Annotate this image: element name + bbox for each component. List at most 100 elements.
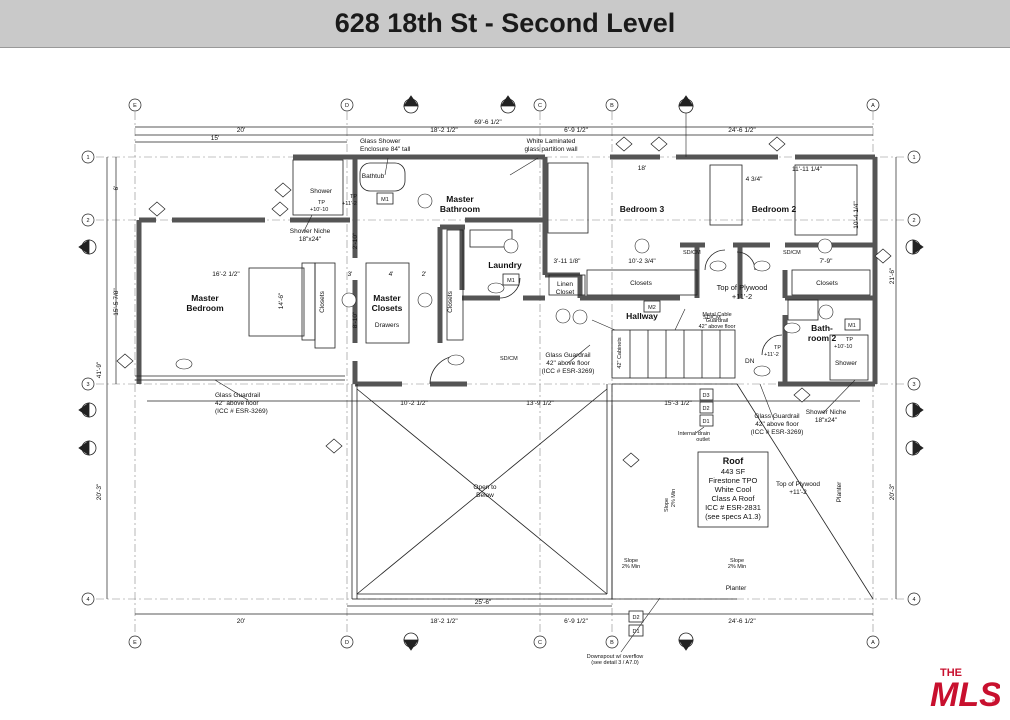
svg-text:4: 4	[86, 597, 89, 603]
dimension-label-2: 18'-2 1/2"	[430, 127, 458, 134]
dimension-label-18: 14'-6"	[278, 292, 285, 309]
dimension-label-15: 21'-6"	[889, 267, 896, 284]
svg-text:E: E	[133, 640, 137, 646]
dimension-label-0: 69'-6 1/2"	[474, 119, 502, 126]
roof-line-2: Firestone TPO	[709, 476, 758, 485]
tag-m2: M2	[648, 305, 656, 311]
dimension-label-24: 4 3/4"	[746, 176, 763, 183]
note-guardrail-right-3: (ICC # ESR-3269)	[751, 429, 804, 436]
dimension-label-1: 20'	[237, 127, 245, 134]
note-slope2-1: Slope	[624, 558, 638, 564]
label-bathtub: Bathtub	[362, 173, 385, 180]
tag-m1-b: M1	[507, 278, 515, 284]
grid-row-right-3: 3	[907, 377, 921, 391]
label-master-closets-1: Master	[373, 293, 401, 303]
dimension-label-4: 24'-6 1/2"	[728, 127, 756, 134]
dimension-label-12: 15'-5 7/8"	[113, 288, 120, 316]
svg-text:1: 1	[912, 155, 915, 161]
label-hallway: Hallway	[626, 311, 658, 321]
dimension-label-20: 13'-9 1/2"	[526, 400, 554, 407]
dimension-labels: 69'-6 1/2" 20' 18'-2 1/2" 6'-9 1/2" 24'-6 1/…	[96, 119, 896, 625]
door-tags	[175, 193, 834, 377]
label-drawers: Drawers	[375, 322, 400, 329]
svg-text:E: E	[133, 103, 137, 109]
svg-text:A: A	[871, 103, 875, 109]
note-plywood1-1: Top of Plywood	[717, 283, 768, 292]
note-guardrail-left-1: Glass Guardrail	[215, 392, 261, 399]
label-open-1: Open to	[473, 484, 497, 491]
roof-note-box: Roof 443 SF Firestone TPO White Cool Cla…	[705, 456, 761, 521]
tag-d2-a: D2	[702, 406, 709, 412]
fixtures	[135, 159, 874, 600]
label-planter-2: Planter	[836, 481, 843, 502]
note-slope1-2: 2% Min	[671, 489, 677, 507]
grid-row-left-3: 3	[81, 377, 95, 391]
dimension-label-25: 10'-4 1/4"	[853, 201, 860, 229]
dimension-lines	[106, 126, 897, 615]
note-slope2-2: 2% Min	[622, 564, 640, 570]
grid-row-left-2: 2	[81, 213, 95, 227]
note-glass-shower-1: Glass Shower	[360, 138, 401, 145]
grid-row-right-4: 4	[907, 592, 921, 606]
note-plywood1-2: +11'-2	[732, 292, 752, 301]
note-sdcm-2: SD/CM	[783, 250, 801, 256]
dimension-label-5: 15'	[211, 135, 219, 142]
svg-text:A: A	[871, 640, 875, 646]
grid-col-bottom-B: B	[605, 635, 619, 649]
grid-col-bottom-E: E	[128, 635, 142, 649]
svg-text:1: 1	[86, 155, 89, 161]
dimension-label-21: 15'-3 1/2"	[664, 400, 692, 407]
note-guardrail-right-2: 42" above floor	[755, 421, 799, 428]
note-slope1-1: Slope	[664, 498, 670, 512]
note-guardrail-right-1: Glass Guardrail	[754, 413, 800, 420]
label-master-bathroom-2: Bathroom	[440, 204, 481, 214]
title-bar: 628 18th St - Second Level	[0, 0, 1010, 48]
dimension-label-13: 41'-9"	[96, 361, 103, 378]
tag-d2-b: D2	[632, 615, 639, 621]
plan-notes: Glass Shower Enclosure 84" tall White La…	[215, 138, 853, 666]
label-linen-1: Linen	[557, 281, 573, 288]
note-tp-bath2-1: TP	[846, 337, 853, 343]
tag-d1-b: D1	[632, 629, 639, 635]
svg-text:D: D	[345, 640, 349, 646]
note-guardrail-center-1: Glass Guardrail	[545, 352, 591, 359]
label-open-2: Below	[476, 492, 494, 499]
svg-text:3: 3	[86, 382, 89, 388]
dimension-label-19: 10'-2 1/2"	[400, 400, 428, 407]
roof-title: Roof	[723, 456, 744, 466]
tag-d1-a: D1	[702, 419, 709, 425]
dimension-label-23: 11'-11 1/4"	[792, 166, 823, 173]
note-tp-bath2-2: +10'-10	[834, 344, 852, 350]
note-tp-bath-1: TP	[350, 194, 357, 200]
dimension-label-8: 18'-2 1/2"	[430, 618, 458, 625]
note-sdcm-1: SD/CM	[683, 250, 701, 256]
note-tp-hall-2: +11'-2	[764, 352, 779, 358]
label-master-bedroom-1: Master	[191, 293, 219, 303]
note-guardrail-left-3: (ICC # ESR-3269)	[215, 408, 268, 415]
tag-d3: D3	[702, 393, 709, 399]
svg-text:4: 4	[912, 597, 915, 603]
dimension-label-6: 25'-6"	[475, 599, 492, 606]
mls-logo-main: MLS	[930, 676, 1000, 710]
note-guardrail-center-3: (ICC # ESR-3269)	[542, 368, 595, 375]
note-cabinets: 42" Cabinets	[617, 337, 623, 369]
svg-text:3: 3	[912, 382, 915, 388]
dimension-label-9: 6'-9 1/2"	[564, 618, 588, 625]
label-master-bathroom-1: Master	[446, 194, 474, 204]
roof-line-3: White Cool	[715, 485, 752, 494]
dimension-label-30: 8'-10"	[352, 311, 359, 328]
dimension-label-22: 18'	[638, 165, 646, 172]
label-closets-bed2: Closets	[816, 280, 838, 287]
dimension-label-11: 6'	[113, 186, 120, 191]
note-downspout-2: (see detail 3 / A7.0)	[591, 660, 639, 666]
label-planter-1: Planter	[726, 585, 747, 592]
grid-col-top-D: D	[340, 98, 354, 112]
grid-row-left-1: 1	[81, 150, 95, 164]
dimension-label-16: 20'-3"	[889, 483, 896, 500]
note-shower-niche2-2: 18"x24"	[815, 417, 838, 424]
note-metal-cable-2: Guardrail	[706, 318, 729, 324]
roof-line-4: Class A Roof	[712, 494, 756, 503]
dimension-label-27: 10'-2 3/4"	[628, 258, 656, 265]
dimension-label-17: 16'-2 1/2"	[212, 271, 240, 278]
